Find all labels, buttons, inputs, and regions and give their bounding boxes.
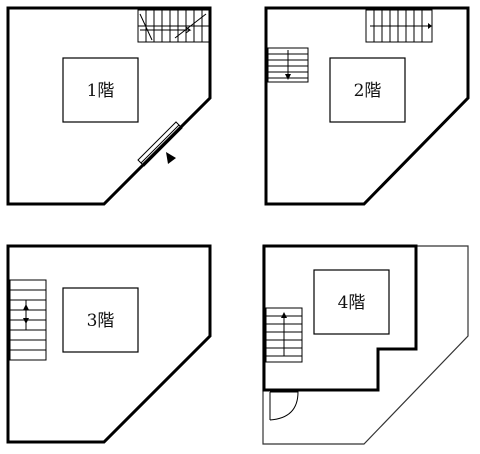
floor-2-plan: 2階 [264,6,470,206]
floor-2-label: 2階 [354,81,382,101]
floor-3-label-box [62,287,139,353]
floor-1-entrance-door [137,121,183,167]
floor-4-outline [262,244,418,392]
floor-1-stairs [137,9,211,43]
floor-1-plan: 1階 [6,6,212,206]
entrance-arrow-icon [166,152,176,164]
floor-2-stairs-left [267,47,309,83]
floor-1-outline [6,6,212,206]
floor-3-label: 3階 [87,311,115,331]
floor-4-label: 4階 [338,293,366,313]
floor-4-label-box [313,269,390,335]
floor-3-outline [6,244,212,444]
floor-4-door-swing [269,391,299,421]
floor-2-label-box [329,57,406,123]
floor-3-plan: 3階 [6,244,212,444]
floor-4-balcony-outline [262,245,469,445]
floor-2-stairs-top [365,9,433,43]
floor-1-label: 1階 [87,81,115,101]
floor-4-stairs [265,307,303,363]
floor-4-plan: 4階 [262,244,469,445]
floor-2-outline [264,6,470,206]
floor-1-label-box [62,57,139,123]
floor-3-stairs [9,279,47,361]
